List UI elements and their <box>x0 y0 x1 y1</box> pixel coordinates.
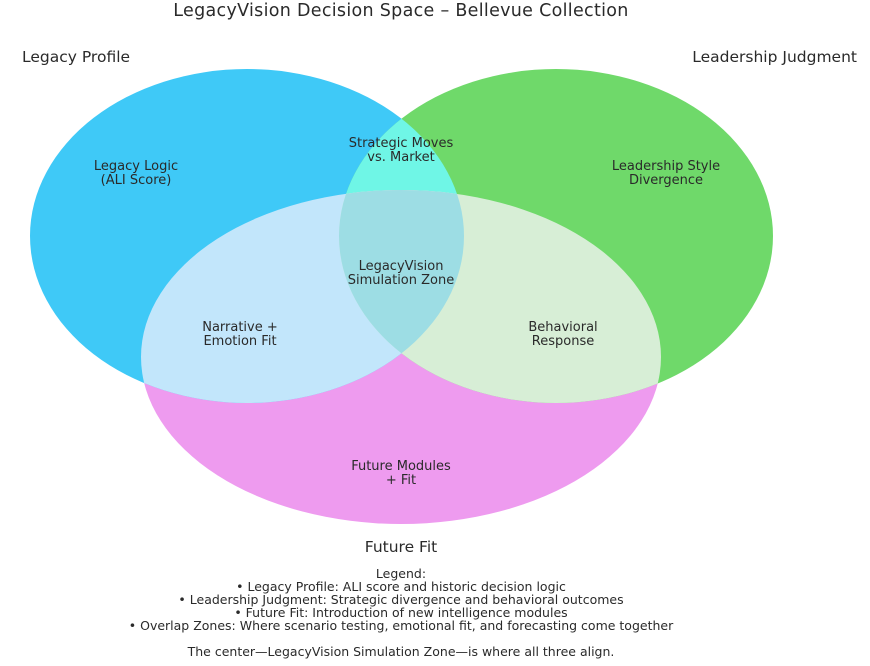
region-future-only-line2: + Fit <box>386 473 416 488</box>
set-label-legacy: Legacy Profile <box>22 48 130 66</box>
region-legacy-future-line2: Emotion Fit <box>203 334 276 349</box>
region-leadership-only-line2: Divergence <box>629 173 703 188</box>
region-center-line2: Simulation Zone <box>348 273 454 288</box>
region-leadership-future-line1: Behavioral <box>528 320 597 335</box>
legend-item: • Overlap Zones: Where scenario testing,… <box>129 618 674 633</box>
region-legacy-leadership-line1: Strategic Moves <box>349 136 454 151</box>
region-legacy-only-line1: Legacy Logic <box>94 159 178 174</box>
legend-item: • Legacy Profile: ALI score and historic… <box>236 579 566 594</box>
legend-footer: The center—LegacyVision Simulation Zone—… <box>187 644 615 659</box>
region-leadership-future-line2: Response <box>532 334 594 349</box>
region-legacy-leadership-line2: vs. Market <box>367 150 434 165</box>
region-legacy-future-line1: Narrative + <box>202 320 278 335</box>
legend-item: • Leadership Judgment: Strategic diverge… <box>178 592 623 607</box>
region-center-line1: LegacyVision <box>359 259 444 274</box>
set-label-leadership: Leadership Judgment <box>692 48 857 66</box>
region-future-only-line1: Future Modules <box>351 459 451 474</box>
region-legacy-only-line2: (ALI Score) <box>101 173 172 188</box>
region-leadership-only-line1: Leadership Style <box>612 159 720 174</box>
legend-item: • Future Fit: Introduction of new intell… <box>234 605 567 620</box>
legend-heading: Legend: <box>376 566 426 581</box>
set-label-future: Future Fit <box>365 538 437 556</box>
diagram-title: LegacyVision Decision Space – Bellevue C… <box>173 1 628 21</box>
